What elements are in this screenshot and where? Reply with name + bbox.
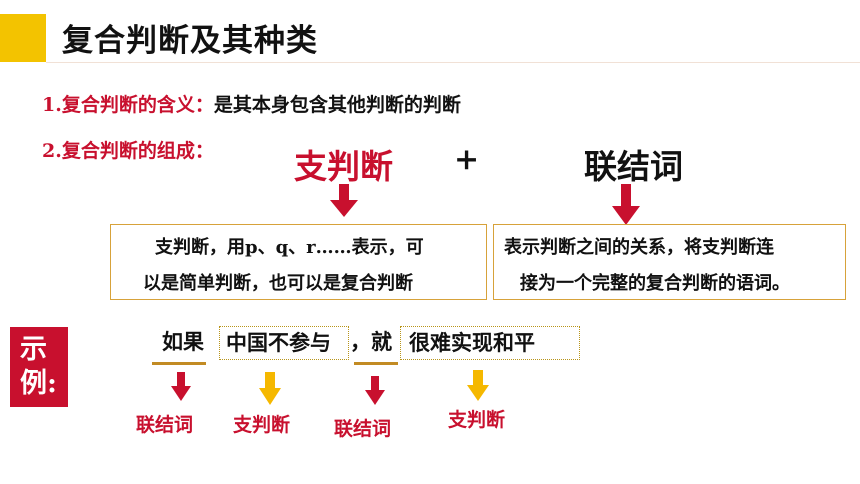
connective-line2: 接为一个完整的复合判断的语词。 (520, 273, 790, 294)
sub-judgment-line2: 以是简单判断，也可以是复合判断 (143, 273, 413, 294)
meaning-line: 1.复合判断的含义：是其本身包含其他判断的判断 (42, 90, 461, 117)
example-segment-connective-2: ，就 (350, 329, 392, 354)
example-tag-line1: 示 (20, 334, 47, 365)
composition-label: 2.复合判断的组成： (42, 140, 214, 162)
connective-line1: 表示判断之间的关系，将支判断连 (504, 237, 774, 258)
composition-part2: 联结词 (584, 147, 683, 186)
arrow-down-icon (259, 372, 281, 405)
arrow-down-icon (171, 372, 191, 401)
example-label-connective-2: 联结词 (334, 418, 392, 440)
meaning-label: 1.复合判断的含义： (42, 94, 214, 116)
underline-connective-2 (354, 362, 398, 365)
example-label-sub-2: 支判断 (448, 409, 506, 431)
example-segment-sub-1: 中国不参与 (219, 326, 349, 360)
example-segment-connective-1: 如果 (162, 329, 204, 354)
example-label-connective-1: 联结词 (136, 414, 194, 436)
composition-part1: 支判断 (294, 147, 393, 186)
arrow-down-icon (330, 184, 358, 217)
underline-connective-1 (152, 362, 206, 365)
connective-box: 表示判断之间的关系，将支判断连 接为一个完整的复合判断的语词。 (493, 224, 846, 300)
title-divider (46, 62, 860, 63)
arrow-down-icon (612, 184, 640, 225)
meaning-text: 是其本身包含其他判断的判断 (213, 94, 461, 116)
example-tag-line2: 例: (20, 368, 57, 399)
sub-judgment-line1: 支判断，用p、q、r……表示，可 (155, 237, 424, 258)
example-label-sub-1: 支判断 (233, 414, 291, 436)
title-accent-block (0, 14, 46, 62)
page-title: 复合判断及其种类 (62, 23, 318, 59)
sub-judgment-box: 支判断，用p、q、r……表示，可 以是简单判断，也可以是复合判断 (110, 224, 487, 300)
composition-plus: + (454, 142, 480, 177)
example-tag: 示 例: (10, 327, 68, 407)
example-segment-sub-2: 很难实现和平 (400, 326, 580, 360)
arrow-down-icon (365, 376, 385, 405)
arrow-down-icon (467, 370, 489, 401)
